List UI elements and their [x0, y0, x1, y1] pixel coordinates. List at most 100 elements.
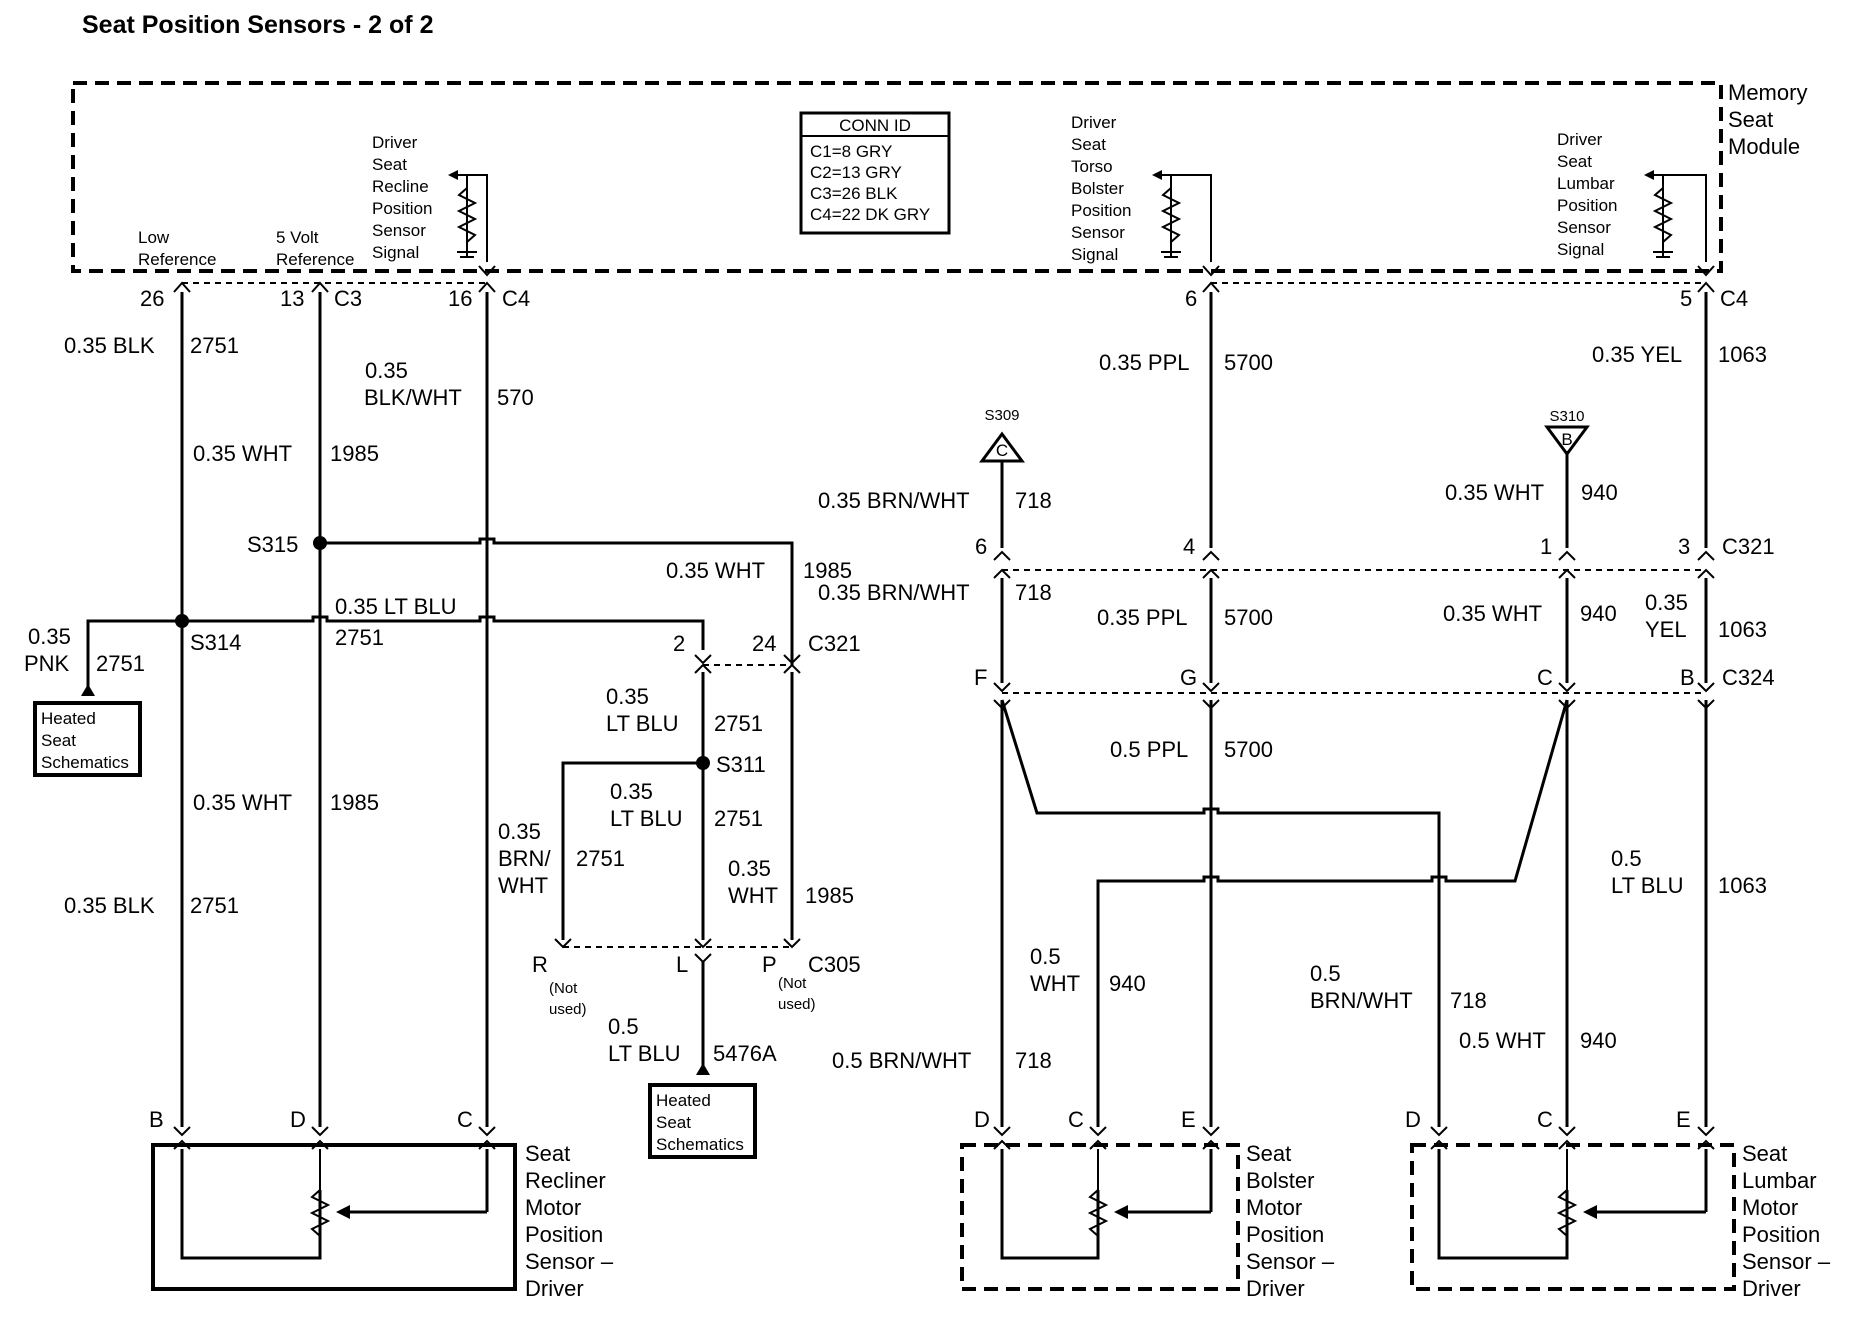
ref-label: Seat — [41, 731, 76, 750]
conn-id-row: C2=13 GRY — [810, 163, 902, 182]
wire-label: 1063 — [1718, 342, 1767, 367]
splice-ref-s309: C S309 — [979, 407, 1025, 463]
wire-label: PNK — [24, 651, 70, 676]
component-label: Driver — [1742, 1276, 1801, 1301]
not-used-label: (Not — [549, 980, 578, 997]
wire-label: 718 — [1015, 488, 1052, 513]
connector-label: C4 — [502, 286, 530, 311]
wire-label: 940 — [1109, 971, 1146, 996]
conn-id-row: C4=22 DK GRY — [810, 205, 930, 224]
ref-label: Heated — [656, 1091, 711, 1110]
pullup-resistor-icon — [1644, 170, 1674, 258]
svg-text:0.5 BRN/WHT 718: 0.5 BRN/WHT 718 — [832, 1048, 1052, 1073]
wire-label: 2751 — [335, 625, 384, 650]
wire-label: 940 — [1581, 480, 1618, 505]
pin-label: E — [1181, 1107, 1196, 1132]
wire-label: 5476A — [713, 1041, 777, 1066]
pin-label: 13 — [280, 286, 304, 311]
wire-label: BRN/ — [498, 846, 551, 871]
recline-signal-label: Sensor — [372, 221, 426, 240]
wire-label: 0.35 BRN/WHT — [818, 580, 969, 605]
wire-label: WHT — [498, 873, 548, 898]
svg-text:0.35 BRN/WHT 718: 0.35 BRN/WHT 718 — [818, 580, 1052, 605]
low-reference-label: Reference — [138, 250, 216, 269]
wire-label: 5700 — [1224, 737, 1273, 762]
component-label: Position — [525, 1222, 603, 1247]
lumbar-signal-label: Lumbar — [1557, 174, 1615, 193]
svg-text:0.5 LT BLU 1063: 0.5 LT BLU 1063 — [1611, 846, 1767, 898]
five-volt-reference-label: 5 Volt — [276, 228, 319, 247]
torso-signal-label: Signal — [1071, 245, 1118, 264]
splice-label: S309 — [984, 407, 1019, 424]
wire-label: 0.35 LT BLU — [335, 594, 456, 619]
wire-label: 0.35 PPL — [1097, 605, 1187, 630]
pin-label: R — [532, 952, 548, 977]
module-name-line: Memory — [1728, 80, 1807, 105]
lumbar-signal-label: Sensor — [1557, 218, 1611, 237]
ref-label: Heated — [41, 709, 96, 728]
svg-text:0.35 BRN/WHT 718: 0.35 BRN/WHT 718 — [818, 488, 1052, 513]
wire-label: 0.35 WHT — [193, 790, 292, 815]
svg-text:0.35 LT BLU 2751: 0.35 LT BLU 2751 — [610, 779, 763, 831]
connector-label: C4 — [1720, 286, 1748, 311]
svg-text:0.35 PPL 5700: 0.35 PPL 5700 — [1097, 605, 1273, 630]
pin-label: B — [1680, 665, 1695, 690]
torso-signal-label: Seat — [1071, 135, 1106, 154]
component-label: Motor — [1246, 1195, 1302, 1220]
pin-label: G — [1180, 665, 1197, 690]
recline-signal-label: Recline — [372, 177, 429, 196]
five-volt-reference-label: Reference — [276, 250, 354, 269]
svg-text:0.35 BRN/ WHT 2751: 0.35 BRN/ WHT 2751 — [498, 819, 625, 898]
pin-label: P — [762, 952, 777, 977]
component-label: Seat — [525, 1141, 570, 1166]
wiper-arrow-icon — [1114, 1205, 1128, 1219]
connector-label: C321 — [1722, 534, 1775, 559]
svg-text:0.35 WHT 1985: 0.35 WHT 1985 — [193, 441, 379, 466]
svg-text:0.5 WHT 940: 0.5 WHT 940 — [1030, 944, 1146, 996]
component-label: Seat — [1246, 1141, 1291, 1166]
wire-label: 2751 — [714, 711, 763, 736]
conn-id-table: CONN ID C1=8 GRY C2=13 GRY C3=26 BLK C4=… — [799, 111, 951, 235]
recline-signal-label: Driver — [372, 133, 418, 152]
wire-label: 2751 — [576, 846, 625, 871]
wire-label: 2751 — [96, 651, 145, 676]
component-label: Motor — [525, 1195, 581, 1220]
ref-label: Schematics — [656, 1135, 744, 1154]
wire-label: 0.5 BRN/WHT — [832, 1048, 971, 1073]
wire-label: 0.35 WHT — [1443, 601, 1542, 626]
wire-label: 0.5 — [608, 1014, 639, 1039]
wire-traces — [81, 292, 1708, 1127]
pin-label: 4 — [1183, 534, 1195, 559]
wire-label: 2751 — [714, 806, 763, 831]
conn-id-row: C3=26 BLK — [810, 184, 898, 203]
svg-text:0.35 WHT 1985: 0.35 WHT 1985 — [666, 558, 852, 583]
wire-label: 940 — [1580, 1028, 1617, 1053]
svg-text:0.35 BLK 2751: 0.35 BLK 2751 — [64, 333, 239, 358]
wire-label: 1985 — [330, 441, 379, 466]
torso-signal-label: Bolster — [1071, 179, 1124, 198]
svg-text:0.35 PPL 5700: 0.35 PPL 5700 — [1099, 350, 1273, 375]
pin-label: B — [149, 1107, 164, 1132]
conn-id-row: C1=8 GRY — [810, 142, 892, 161]
pin-label: C — [1537, 1107, 1553, 1132]
module-name-line: Module — [1728, 134, 1800, 159]
splice-ref-s310: B S310 — [1544, 408, 1590, 457]
recline-signal-label: Seat — [372, 155, 407, 174]
wire-label: BRN/WHT — [1310, 988, 1412, 1013]
wire-label: 1063 — [1718, 617, 1767, 642]
low-reference-label: Low — [138, 228, 170, 247]
pin-label: C — [1068, 1107, 1084, 1132]
svg-text:0.35 BLK 2751: 0.35 BLK 2751 — [64, 893, 239, 918]
component-label: Lumbar — [1742, 1168, 1817, 1193]
wire-label: WHT — [1030, 971, 1080, 996]
wire-label: BLK/WHT — [364, 385, 461, 410]
